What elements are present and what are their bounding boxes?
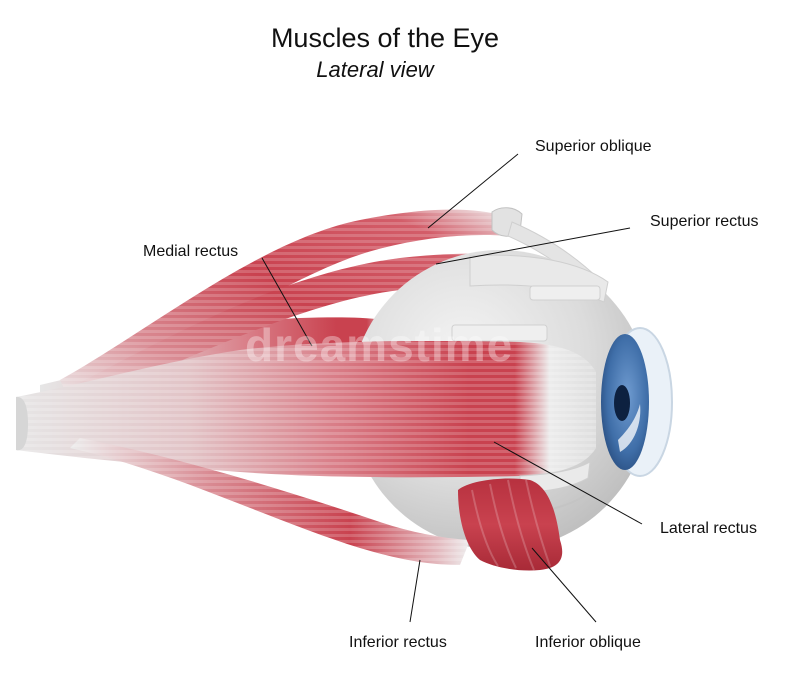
label-superior-rectus: Superior rectus [650,213,759,230]
inferior-oblique-stripes [471,479,551,571]
label-superior-oblique: Superior oblique [535,138,652,155]
pupil [614,385,630,421]
leader-line-inferior-oblique [531,547,597,623]
cornea-highlight [618,404,641,452]
watermark: dreamstime [245,319,514,371]
leader-line-superior-oblique [427,153,519,229]
label-inferior-oblique: Inferior oblique [535,634,641,651]
inferior-oblique-muscle [458,478,563,571]
label-lateral-rectus: Lateral rectus [660,520,757,537]
diagram-title: Muscles of the Eye [270,23,500,53]
leader-line-medial-rectus [261,257,313,347]
label-medial-rectus: Medial rectus [143,243,239,260]
annulus-of-zinn [16,396,28,451]
tendon-insertion-upper [529,285,601,301]
leader-line-lateral-rectus [493,441,643,525]
diagram-subtitle: Lateral view [316,57,434,82]
label-inferior-rectus: Inferior rectus [349,634,447,651]
leader-line-inferior-rectus [409,559,421,623]
tendon-insertion-middle [451,324,548,342]
leader-line-superior-rectus [435,227,631,265]
lateral-rectus-stripes [16,340,596,478]
inferior-rectus-stripes [70,438,470,565]
